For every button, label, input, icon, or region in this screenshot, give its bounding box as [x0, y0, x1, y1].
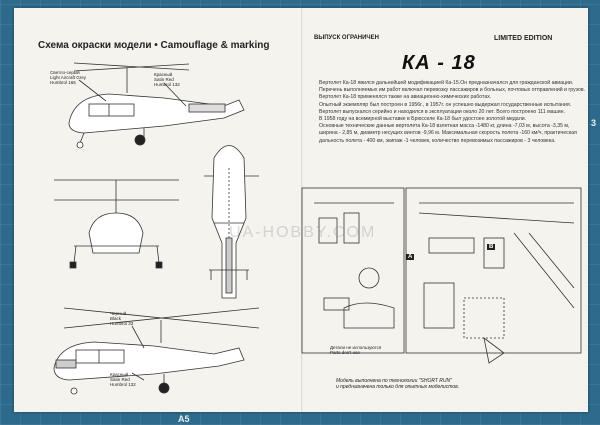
front-view-drawing	[54, 179, 179, 269]
limited-edition-ru: ВЫПУСК ОГРАНИЧЕН	[314, 35, 379, 41]
side-view-bottom-drawing	[53, 307, 260, 395]
model-name: КА - 18	[402, 52, 476, 74]
color-label-red-bottom: Красный Satin Red Humbrol 132	[110, 372, 136, 387]
side-view-top-drawing	[68, 62, 245, 149]
sprue-label-b: B	[487, 244, 496, 250]
watermark: UA-HOBBY.COM	[229, 224, 377, 241]
color-label-black: Черный Black Humbrol 33	[110, 311, 134, 326]
limited-edition-en: LIMITED EDITION	[494, 35, 553, 42]
history-text: Вертолет Ка-18 явился дальнейшей модифик…	[319, 80, 586, 144]
parts-sprue-drawing	[301, 187, 582, 364]
instruction-sheet: Схема окраски модели • Camouflage & mark…	[14, 8, 588, 412]
short-run-note: Модель выполнена по технологии "SHORT RU…	[336, 378, 460, 390]
marking-title: Схема окраски модели • Camouflage & mark…	[38, 40, 270, 51]
plan-view-drawing	[204, 145, 259, 299]
line-drawings	[53, 62, 582, 395]
parts-not-used-note: Детали не используются Parts don't use	[330, 345, 382, 355]
color-label-light-grey: Светло-серый Light Aircraft Grey Humbrol…	[50, 70, 87, 85]
sprue-label-a: A	[406, 254, 415, 260]
mat-mark: 3	[591, 118, 597, 128]
color-label-red-top: Красный Satin Red Humbrol 132	[154, 72, 180, 87]
mat-mark: A5	[178, 414, 190, 424]
